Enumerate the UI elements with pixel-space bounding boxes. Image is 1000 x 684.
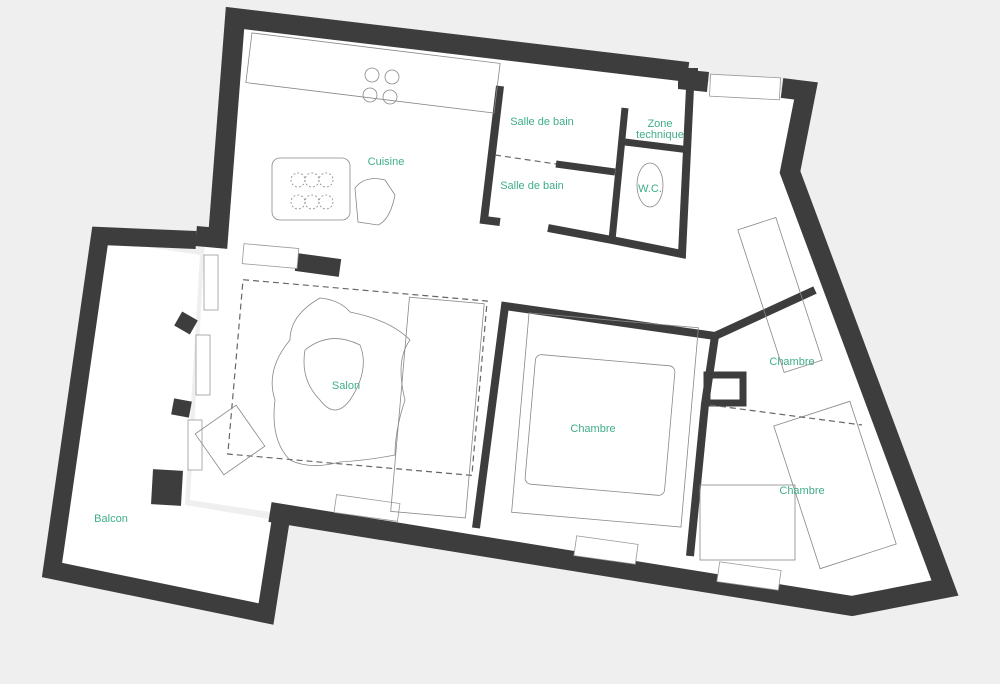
windows [187, 73, 782, 591]
rug [271, 297, 411, 466]
label-chambre-2: Chambre [769, 356, 814, 368]
label-salle-de-bain-2: Salle de bain [500, 180, 564, 192]
label-balcon: Balcon [94, 513, 128, 525]
label-zone-technique-line1: Zone [647, 118, 672, 130]
balcony-floor [52, 240, 275, 612]
furniture [194, 32, 897, 570]
outer-walls [41, 6, 959, 625]
label-salle-de-bain-1: Salle de bain [510, 116, 574, 128]
kitchen-island [271, 157, 351, 221]
armchair [194, 404, 266, 476]
label-chambre-1: Chambre [570, 423, 615, 435]
room-labels: Cuisine Salle de bain Salle de bain Zone… [94, 116, 824, 525]
toilet [636, 162, 664, 208]
label-cuisine: Cuisine [368, 156, 405, 168]
column [703, 371, 747, 407]
label-salon: Salon [332, 380, 360, 392]
bed [524, 354, 676, 496]
bed-2 [773, 400, 897, 570]
label-wc: W.C. [638, 183, 662, 195]
label-chambre-3: Chambre [779, 485, 824, 497]
sofa [390, 296, 485, 519]
label-zone-technique-line2: technique [636, 129, 684, 141]
chair [354, 178, 396, 226]
